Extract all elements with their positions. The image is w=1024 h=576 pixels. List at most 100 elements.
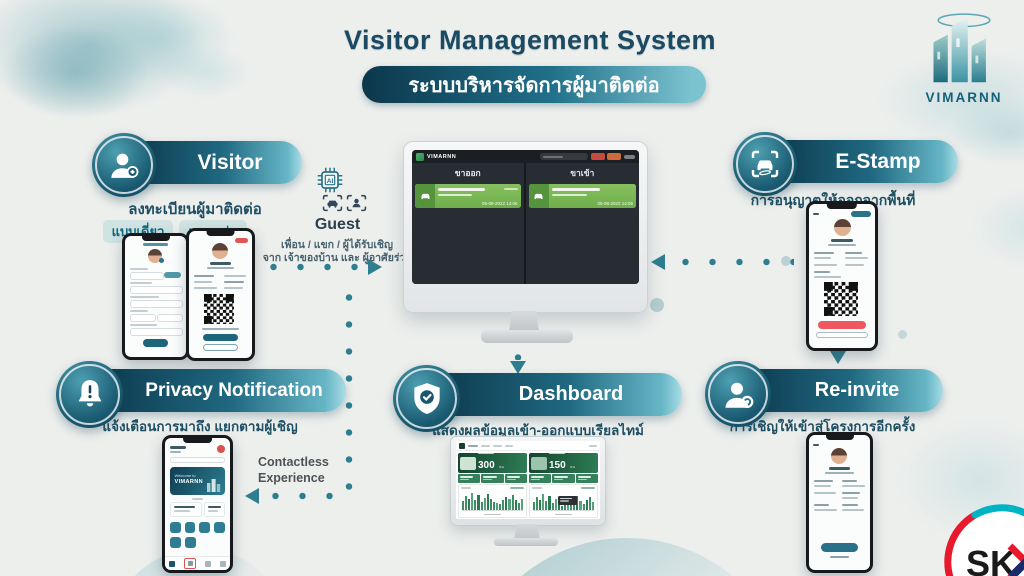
reinvite-button [821,543,858,552]
dash-substats-right [529,474,598,483]
reinvite-row2-r [841,485,866,487]
arrow-left-to-monitor [651,254,665,270]
dash-chart-left-bars [462,488,523,511]
connector-estamp-to-monitor [672,258,794,266]
vms-screen: VIMARNN ขาออก [412,150,639,284]
back-arrow [813,444,820,446]
cloud-top-left-4 [140,35,270,110]
pass-row3-l [194,287,217,289]
estamp-phone [806,201,878,351]
ai-chip-label: AI [327,178,334,185]
brand-name: VIMARNN [925,90,1003,105]
pass-row2-l [194,281,212,283]
vms-search-input [540,153,588,160]
dashboard-screen: 300 คน [456,441,600,519]
vms-card-out-line2 [438,194,473,196]
page-subtitle-pill: ระบบบริหารจัดการผู้มาติดต่อ [362,66,706,103]
vms-card-in-line1 [551,188,600,191]
dashboard-badge-pill: Dashboard [426,373,682,416]
car-scan-icon [322,194,343,212]
notification-bell-icon [78,379,101,406]
reinvite-row3-l [813,492,836,494]
vms-card-out: 05-08-2022 14:06 [415,184,521,208]
vms-card-in-line2 [551,194,587,196]
dash-stat-left-unit: คน [499,465,504,470]
pass-qr-code [204,294,235,324]
pass-note-bar [201,328,240,330]
dash-card-thumb-2 [531,456,547,470]
vms-monitor-neck [509,311,539,331]
estamp-row4-l [814,271,831,273]
dash-logo-square [459,442,465,449]
connector-visitor-to-monitor [260,263,366,271]
pass-sub-bar [206,267,235,269]
guest-line2: จาก เจ้าของบ้าน และ ผู้อาศัยร่วม [262,252,413,264]
estamp-row4-v [814,276,841,278]
deco-dot-1 [650,298,664,312]
estamp-red-button [818,321,866,329]
estamp-name-bar [831,239,853,242]
vms-card-in-icon-block [528,184,549,208]
home-greeting-bar [169,446,187,449]
vms-card-out-line1 [438,188,486,191]
dash-stat-card-right: 150 คน [529,452,598,473]
vms-card-out-tag [503,188,518,190]
contactless-line2: Experience [258,471,325,485]
vms-user-menu [624,154,635,159]
person-scan-icon [346,194,367,212]
reinvite-row6-r [841,509,864,511]
reinvite-link-bar [829,556,850,558]
form-label-3 [129,296,160,298]
form-label-1 [129,268,149,270]
form-input-5 [129,328,184,336]
cloud-top-left-3 [55,0,265,100]
cloud-top-left [0,0,250,145]
vms-column-in: ขาเข้า 05-08-2022 14:06 [525,163,639,284]
arrow-down-to-dashboard [510,361,526,374]
nav-person-icon [187,561,193,566]
sky-partner-logo: SK [944,504,1024,576]
vms-col-in-header: ขาเข้า [570,168,595,178]
form-label-2 [129,282,152,284]
estamp-qr-code [823,282,858,316]
reinvite-row3-r [841,492,861,494]
dash-stat-right-unit: คน [570,465,575,470]
pass-status-pill [235,238,248,243]
cloud-top-left-2 [0,5,180,140]
form-avatar-check [159,258,165,263]
nav-home-icon [169,560,176,567]
privacy-phone: Welcome to VIMARNN [162,435,233,573]
home-card-1 [169,502,203,517]
page-title: Visitor Management System [343,25,717,55]
guest-heading: Guest [314,216,361,233]
estamp-row2-r [844,257,869,259]
vms-column-out: ขาออก 05-08-2022 14:06 [412,163,526,284]
page-subtitle: ระบบบริหารจัดการผู้มาติดต่อ [408,74,660,97]
home-bottom-nav [165,556,230,570]
pass-row1-l [194,275,215,277]
reinvite-badge-icon-circle [705,361,771,427]
vms-alert-badge-orange [607,153,621,160]
reinvite-avatar [830,448,847,464]
home-welcome-banner: Welcome to VIMARNN [169,467,226,495]
vms-card-in: 05-08-2022 14:06 [528,184,636,208]
dashboard-monitor-base [494,538,558,546]
vms-monitor: VIMARNN ขาออก [403,141,648,313]
visitor-phone-form [122,233,189,360]
shield-check-icon [413,382,440,414]
form-label-4 [129,310,149,312]
reinvite-row1-r [841,480,857,482]
visitor-label: Visitor [197,150,263,174]
home-app-grid-row2 [169,537,226,548]
vms-card-out-icon-block [415,184,435,208]
connector-guest-down [345,284,353,496]
dash-chart-right [529,484,598,518]
dash-navbar [456,441,600,451]
vms-topbar: VIMARNN [412,150,639,163]
nav-grid-icon [204,560,211,567]
reinvite-label: Re-invite [814,379,900,401]
home-sub-bar [169,451,182,453]
carousel-dots [192,498,203,500]
dashboard-monitor: 300 คน [450,436,606,526]
